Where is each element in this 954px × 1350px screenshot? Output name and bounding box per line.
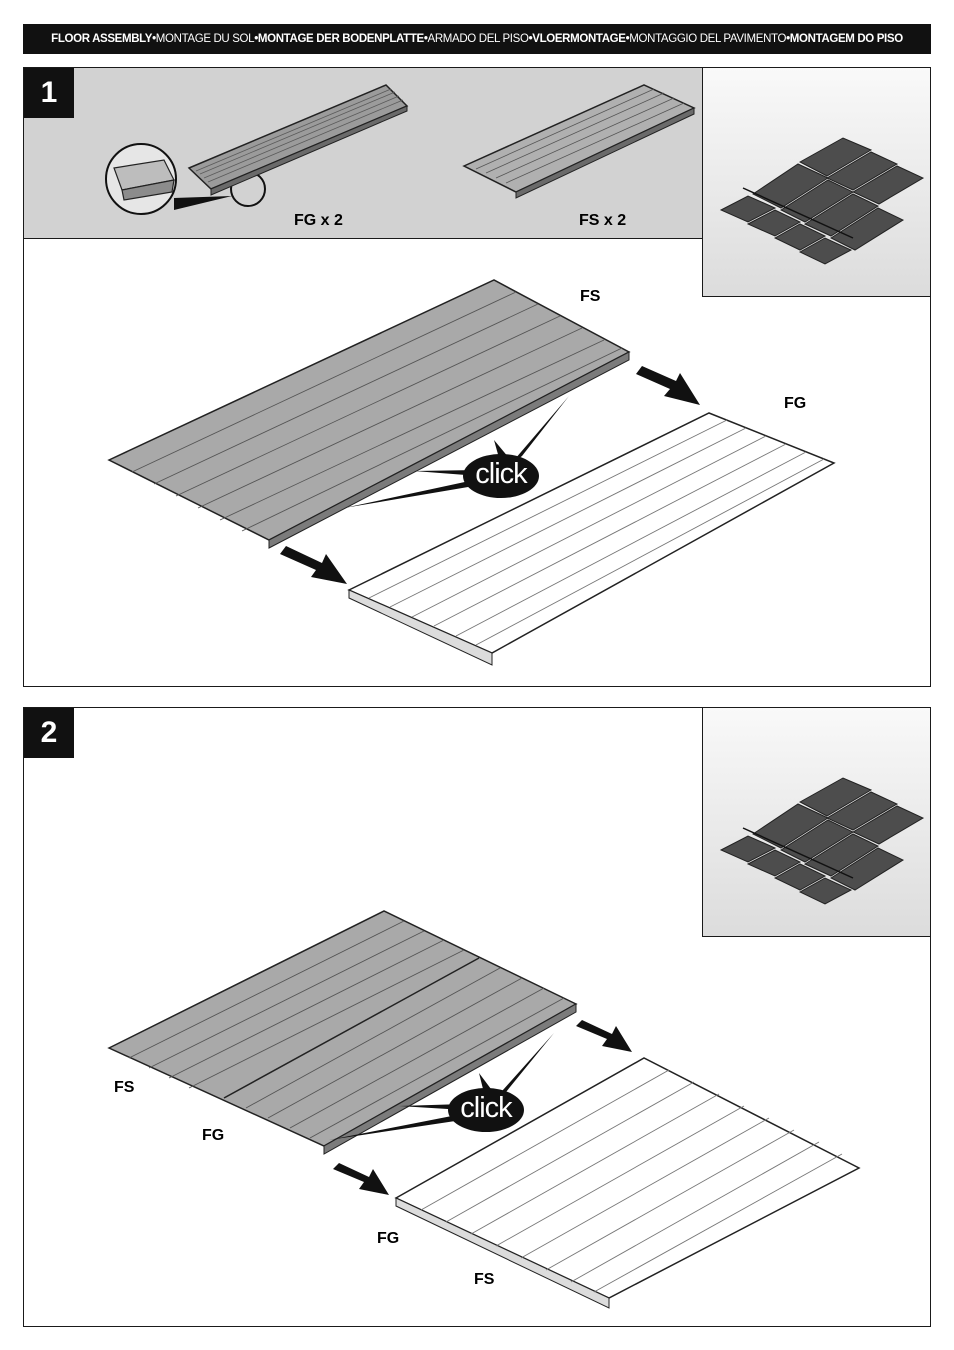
joined-floor-top <box>107 910 578 1155</box>
floor-layout-inset <box>702 68 930 297</box>
click-label: click <box>460 1092 512 1124</box>
step-2-panel: 2 <box>23 707 931 1327</box>
joined-floor-bottom <box>394 1057 861 1309</box>
arrow-right-icon <box>333 1163 389 1195</box>
fg-label-top: FG <box>202 1127 225 1144</box>
fs-label-bottom: FS <box>474 1271 495 1288</box>
fs-floor-panel <box>107 279 631 549</box>
fs-label: FS <box>580 288 601 305</box>
click-callout-bubble <box>463 454 539 498</box>
step-number-badge: 1 <box>24 68 74 118</box>
click-callout-bubble <box>448 1088 524 1132</box>
step-2-assembly-drawing <box>107 910 861 1309</box>
title-segment: • <box>786 33 790 45</box>
title-segment: • <box>528 33 533 45</box>
fs-part-drawing <box>462 84 696 199</box>
step-1-panel: FG x 2 FS x 2 1 <box>23 67 931 687</box>
fg-quantity-label: FG x 2 <box>294 212 343 229</box>
arrow-right-icon <box>576 1020 632 1052</box>
click-label: click <box>475 458 527 490</box>
title-segment: • <box>152 33 156 45</box>
fg-part-drawing <box>187 84 409 196</box>
parts-panel: FG x 2 FS x 2 <box>24 68 704 239</box>
step-1-assembly-drawing <box>107 279 836 666</box>
floor-layout-diagram <box>719 777 925 905</box>
floor-layout-diagram <box>719 137 925 265</box>
title-segment: VLOERMONTAGE <box>532 33 626 45</box>
floor-layout-inset <box>702 708 930 937</box>
title-segment: MONTAGE DER BODENPLATTE <box>257 33 424 45</box>
fg-floor-panel <box>347 412 836 666</box>
arrow-right-icon <box>280 546 347 584</box>
title-segment: MONTAGEM DO PISO <box>789 33 903 45</box>
title-segment: ARMADO DEL PISO <box>427 33 529 45</box>
title-segment: • <box>254 33 258 45</box>
fg-label: FG <box>784 395 807 412</box>
fs-quantity-label: FS x 2 <box>579 212 627 229</box>
arrow-right-icon <box>636 366 700 405</box>
detail-magnifier-icon <box>105 84 696 215</box>
title-segment: • <box>625 33 630 45</box>
title-segment: FLOOR ASSEMBLY <box>51 33 153 45</box>
title-segment: MONTAGE DU SOL <box>155 33 255 45</box>
section-title-bar: FLOOR ASSEMBLY • MONTAGE DU SOL • MONTAG… <box>23 24 931 54</box>
fg-label-bottom: FG <box>377 1230 400 1247</box>
fs-label-top: FS <box>114 1079 135 1096</box>
step-number-badge: 2 <box>24 708 74 758</box>
title-segment: • <box>423 33 428 45</box>
title-segment: MONTAGGIO DEL PAVIMENTO <box>629 33 787 45</box>
